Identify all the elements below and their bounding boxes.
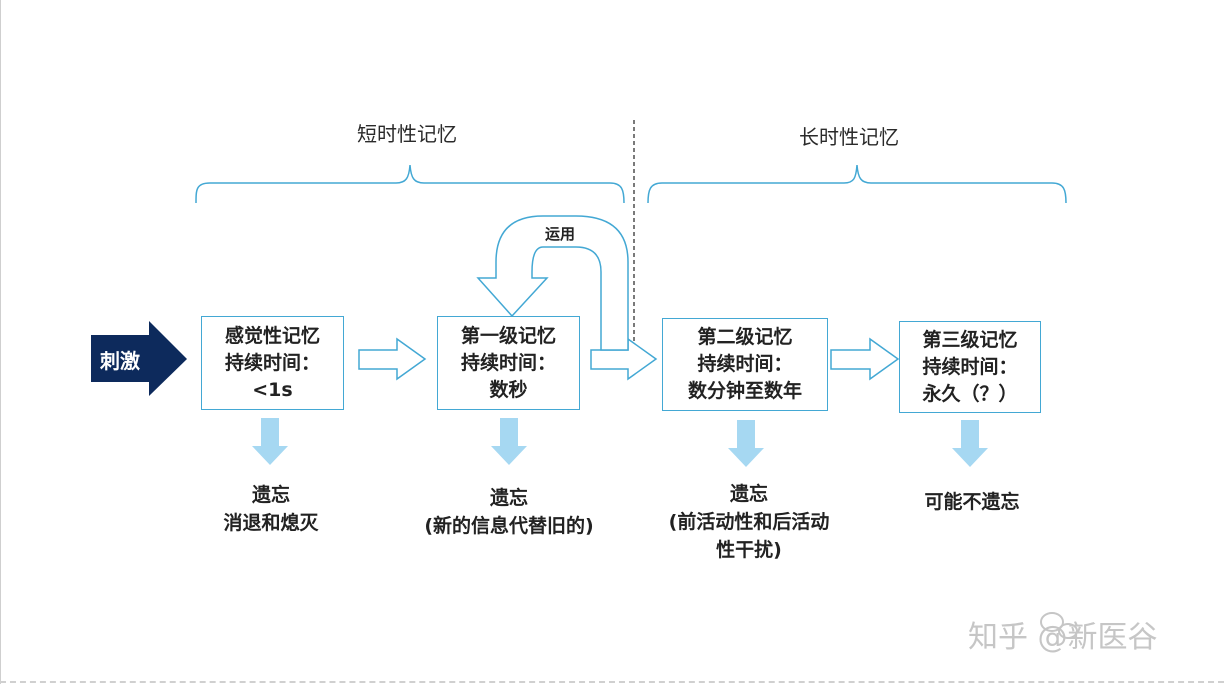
box-duration-value: 永久（？） <box>922 382 1018 405</box>
watermark-logo <box>1040 612 1078 639</box>
primary-memory-box: 第一级记忆 持续时间： 数秒 <box>437 316 580 410</box>
outcome-line: 消退和熄灭 <box>223 512 319 534</box>
box-duration-label: 持续时间： <box>224 351 320 374</box>
forget-arrow-2 <box>491 418 527 465</box>
outcome-line: 遗忘 <box>489 487 528 509</box>
box-duration-value: 数分钟至数年 <box>687 380 802 402</box>
tertiary-outcome: 可能不遗忘 <box>902 488 1042 516</box>
outcome-line: (新的信息代替旧的) <box>424 515 594 537</box>
outcome-line: 性干扰) <box>716 539 782 561</box>
watermark-text: 知乎 @新医谷 <box>968 620 1158 655</box>
long-term-brace <box>647 164 1067 204</box>
box-duration-label: 持续时间： <box>922 355 1018 378</box>
outcome-line: (前活动性和后活动 <box>668 511 830 533</box>
box-title: 第一级记忆 <box>460 324 556 347</box>
secondary-outcome: 遗忘 (前活动性和后活动 性干扰) <box>646 480 852 564</box>
arrow-secondary-to-tertiary <box>830 337 900 381</box>
box-duration-value: 数秒 <box>489 378 528 401</box>
long-term-title: 长时性记忆 <box>799 125 899 149</box>
outcome-line: 可能不遗忘 <box>924 491 1020 513</box>
forget-arrow-3 <box>728 420 764 467</box>
stimulus-arrow <box>91 321 187 396</box>
usage-label: 运用 <box>545 225 576 243</box>
box-duration-value: <1s <box>252 378 293 401</box>
sensory-memory-box: 感觉性记忆 持续时间： <1s <box>201 316 344 410</box>
forget-arrow-1 <box>252 418 288 465</box>
frame-bottom-border <box>0 681 1224 683</box>
primary-outcome: 遗忘 (新的信息代替旧的) <box>403 484 615 540</box>
box-title: 第二级记忆 <box>697 326 793 348</box>
arrow-sensory-to-primary <box>358 337 427 381</box>
sensory-outcome: 遗忘 消退和熄灭 <box>206 481 336 537</box>
box-title: 感觉性记忆 <box>224 324 320 347</box>
forget-arrow-4 <box>952 420 988 467</box>
tertiary-memory-box: 第三级记忆 持续时间： 永久（？） <box>899 321 1041 413</box>
stimulus-label: 刺激 <box>100 349 140 373</box>
box-duration-label: 持续时间： <box>697 353 793 375</box>
box-title: 第三级记忆 <box>922 328 1018 351</box>
frame-left-border <box>0 0 1 684</box>
usage-loop-arrow <box>476 215 629 351</box>
outcome-line: 遗忘 <box>251 484 290 506</box>
outcome-line: 遗忘 <box>729 483 768 505</box>
box-duration-label: 持续时间： <box>460 351 556 374</box>
secondary-memory-box: 第二级记忆 持续时间： 数分钟至数年 <box>662 318 828 411</box>
short-term-brace <box>195 164 625 204</box>
short-term-title: 短时性记忆 <box>357 122 457 146</box>
